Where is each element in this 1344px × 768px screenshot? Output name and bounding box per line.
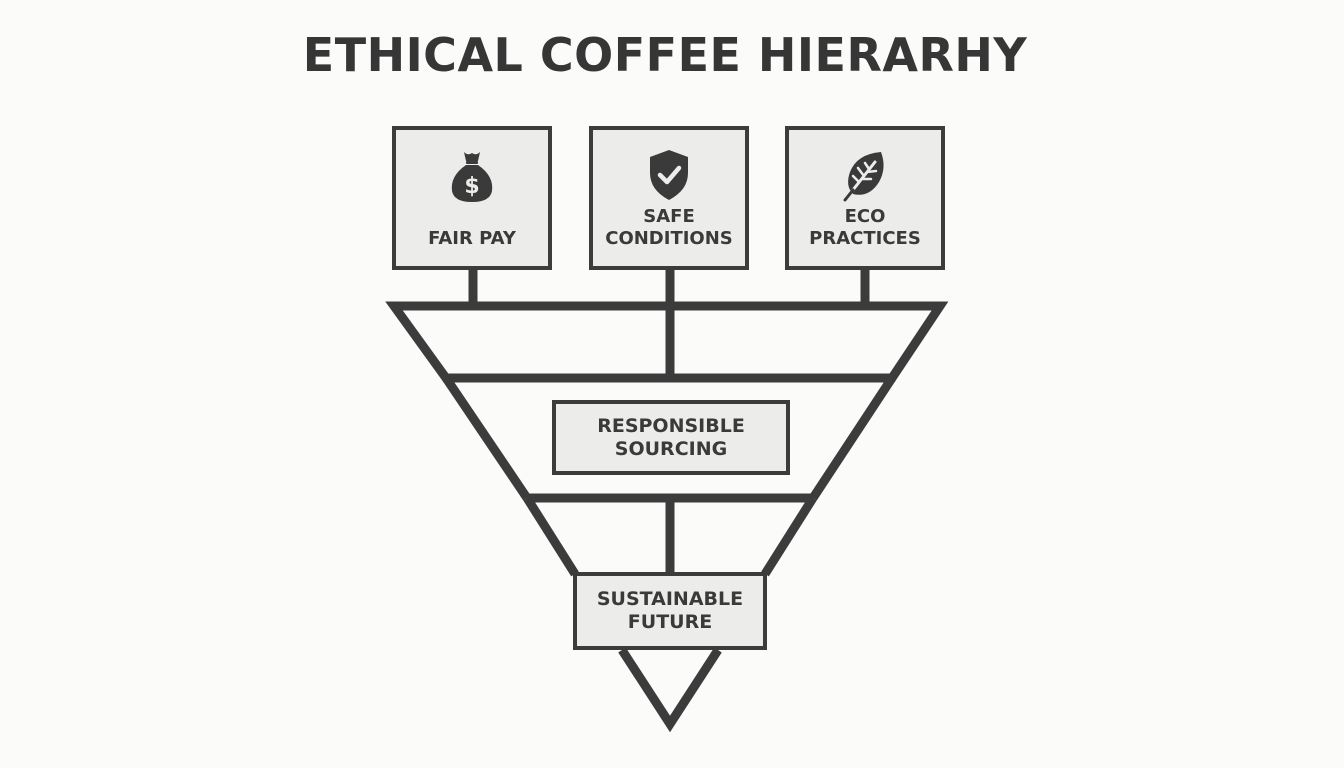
eco-practices-label: ECO PRACTICES — [809, 206, 921, 249]
funnel-middle-right-edge — [809, 375, 896, 501]
responsible-sourcing-box: RESPONSIBLE SOURCING — [552, 400, 790, 475]
svg-text:$: $ — [464, 174, 479, 199]
money-bag-icon: $ — [451, 152, 493, 202]
sustainable-future-label: SUSTAINABLE FUTURE — [596, 588, 744, 633]
funnel-lower-left-edge — [523, 495, 579, 577]
safe-conditions-label: SAFE CONDITIONS — [605, 206, 733, 249]
funnel-middle-left-edge — [442, 375, 531, 501]
sustainable-future-box: SUSTAINABLE FUTURE — [573, 572, 767, 650]
fair-pay-label: FAIR PAY — [428, 228, 516, 249]
responsible-sourcing-label: RESPONSIBLE SOURCING — [597, 414, 745, 460]
page-title: ETHICAL COFFEE HIERARHY — [302, 28, 1028, 82]
shield-check-icon — [650, 150, 688, 200]
safe-conditions-box: SAFE CONDITIONS — [589, 126, 749, 270]
funnel-tip — [618, 647, 722, 733]
fair-pay-box: $ FAIR PAY — [392, 126, 552, 270]
leaf-icon — [843, 152, 884, 202]
funnel-lower-right-edge — [761, 495, 817, 577]
eco-practices-box: ECO PRACTICES — [785, 126, 945, 270]
